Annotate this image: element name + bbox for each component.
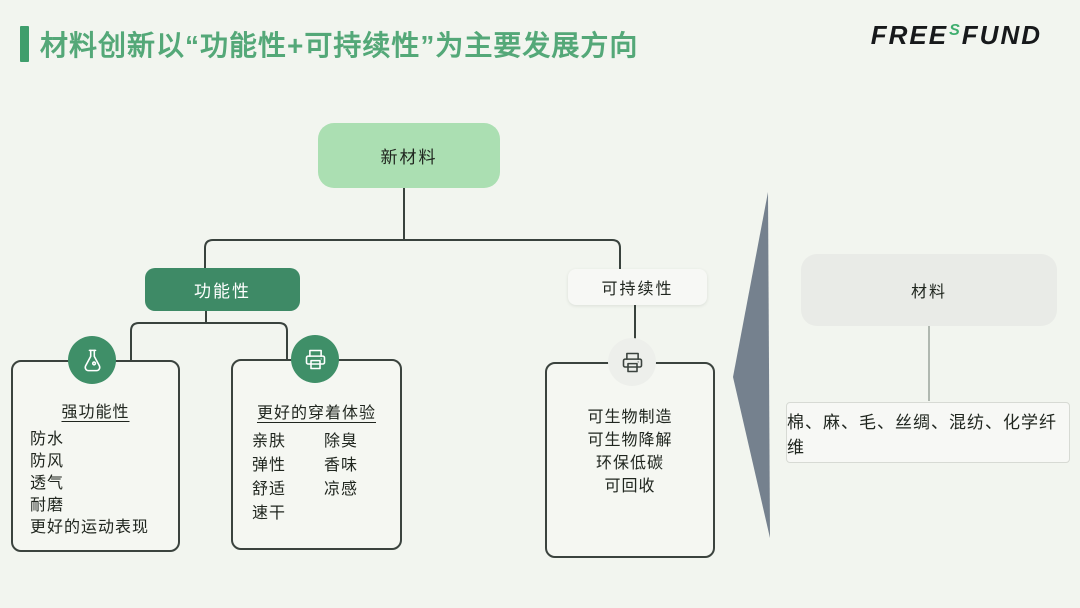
wear-column-left: 亲肤 弹性 舒适 速干 [252,430,286,526]
strong-functionality-title: 强功能性 [61,404,130,421]
list-item: 除臭 [324,433,359,450]
sustainability-items-box: 可生物制造 可生物降解 环保低碳 可回收 [545,362,715,558]
logo-superscript-s: S [949,22,960,39]
title-accent-bar [20,26,29,62]
wear-column-right: 除臭 香味 凉感 [324,430,358,526]
list-item: 舒适 [252,481,287,498]
list-item: 防风 [30,453,65,470]
wearing-experience-title: 更好的穿着体验 [256,405,376,422]
list-item: 防水 [30,431,65,448]
tree-connectors [130,187,636,361]
list-item: 透气 [30,475,65,492]
printer-icon [291,335,339,383]
strong-functionality-box: 强功能性 防水 防风 透气 耐磨 更好的运动表现 [11,360,180,552]
list-item: 更好的运动表现 [30,519,150,536]
logo-free-text: FREE [870,20,949,50]
left-arrow-triangle [733,192,770,538]
wearing-experience-box: 更好的穿着体验 亲肤 弹性 舒适 速干 除臭 香味 凉感 [231,359,402,550]
list-item: 环保低碳 [595,455,664,472]
fiber-types-box: 棉、麻、毛、丝绸、混纺、化学纤维 [786,402,1070,463]
list-item: 耐磨 [30,497,65,514]
root-branch-line [204,239,621,271]
list-item: 可生物制造 [587,409,673,426]
wearing-experience-columns: 亲肤 弹性 舒适 速干 除臭 香味 凉感 [233,430,400,526]
functional-branch-line [130,322,288,361]
list-item: 可回收 [604,478,656,495]
frees-fund-logo: FREESFUND [871,20,1042,51]
node-material: 材料 [801,254,1057,326]
logo-fund-text: FUND [961,20,1042,50]
page-title: 材料创新以“功能性+可持续性”为主要发展方向 [40,30,639,61]
node-sustainable: 可持续性 [568,269,707,305]
list-item: 可生物降解 [587,432,673,449]
node-new-material: 新材料 [318,123,500,188]
list-item: 弹性 [252,457,287,474]
flask-icon [68,336,116,384]
list-item: 凉感 [324,481,359,498]
list-item: 香味 [324,457,359,474]
list-item: 速干 [252,505,287,522]
list-item: 亲肤 [252,433,287,450]
node-functional: 功能性 [145,268,300,311]
printer-icon [608,338,656,386]
